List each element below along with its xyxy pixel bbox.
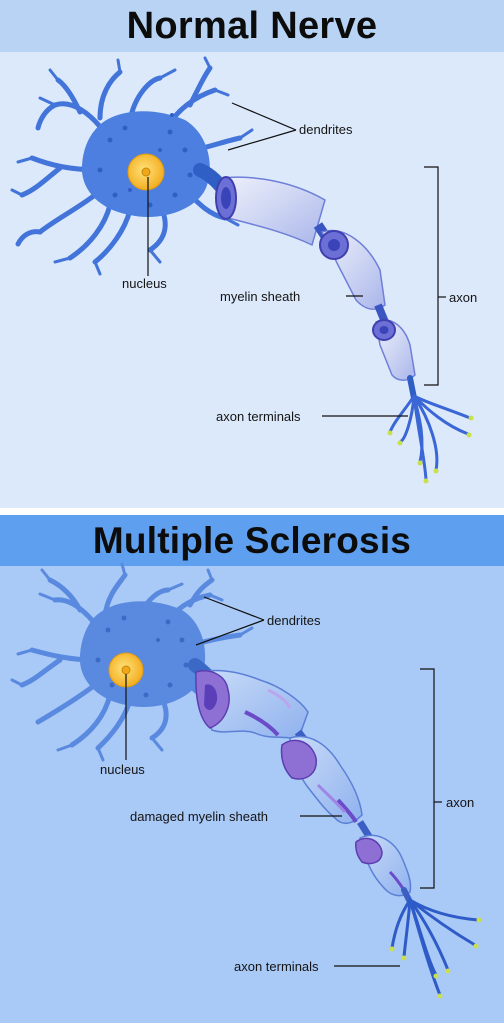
ms-axon-label: axon	[446, 795, 475, 810]
multiple-sclerosis-header: Multiple Sclerosis	[0, 515, 504, 566]
ms-dendrites-label: dendrites	[267, 613, 321, 628]
normal-myelin-sheath-label: myelin sheath	[220, 289, 301, 304]
multiple-sclerosis-title: Multiple Sclerosis	[92, 519, 412, 561]
ms-cell-body	[79, 601, 206, 708]
normal-nerve-title: Normal Nerve	[126, 4, 378, 47]
ms-neuron	[10, 562, 482, 999]
normal-neuron	[10, 56, 474, 484]
normal-myelin-segment-1	[221, 176, 326, 247]
normal-dendrites-label: dendrites	[299, 122, 353, 137]
normal-axon-terminals-shape	[388, 394, 472, 482]
panel-divider	[0, 508, 504, 515]
normal-nerve-header: Normal Nerve	[0, 0, 504, 52]
ms-nucleus-label: nucleus	[100, 762, 145, 777]
normal-axon-label: axon	[449, 290, 478, 305]
normal-nucleus-label: nucleus	[122, 276, 167, 291]
normal-axon-terminals-label: axon terminals	[216, 409, 301, 424]
ms-damaged-myelin-sheath-label: damaged myelin sheath	[130, 809, 269, 824]
ms-axon-terminals-shape	[390, 898, 480, 997]
ms-axon-terminals-label: axon terminals	[234, 959, 319, 974]
